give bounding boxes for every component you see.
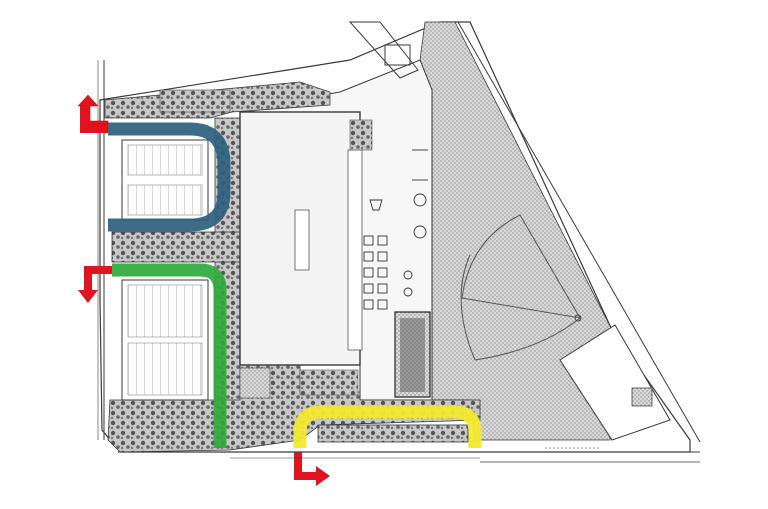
south-street (118, 447, 700, 459)
mid-landscape-band (111, 231, 241, 263)
middle-exit-route (112, 263, 227, 448)
north-exit-route (108, 122, 231, 232)
northwest-landscape (159, 89, 231, 113)
plaza-furniture (363, 149, 428, 310)
middle-exit-arrow (78, 266, 112, 303)
playfield-icon (460, 214, 582, 361)
parking-lot-icon (121, 139, 209, 221)
south-island (317, 424, 469, 443)
east-structure (559, 324, 671, 441)
building-icon (239, 111, 373, 399)
south-parking-lot (121, 279, 209, 401)
north-exit-arrow (77, 94, 109, 133)
equipment-pad-core (400, 318, 425, 392)
south-exit-arrow (294, 452, 330, 486)
north-gate (348, 21, 419, 79)
south-exit-route (293, 405, 482, 448)
